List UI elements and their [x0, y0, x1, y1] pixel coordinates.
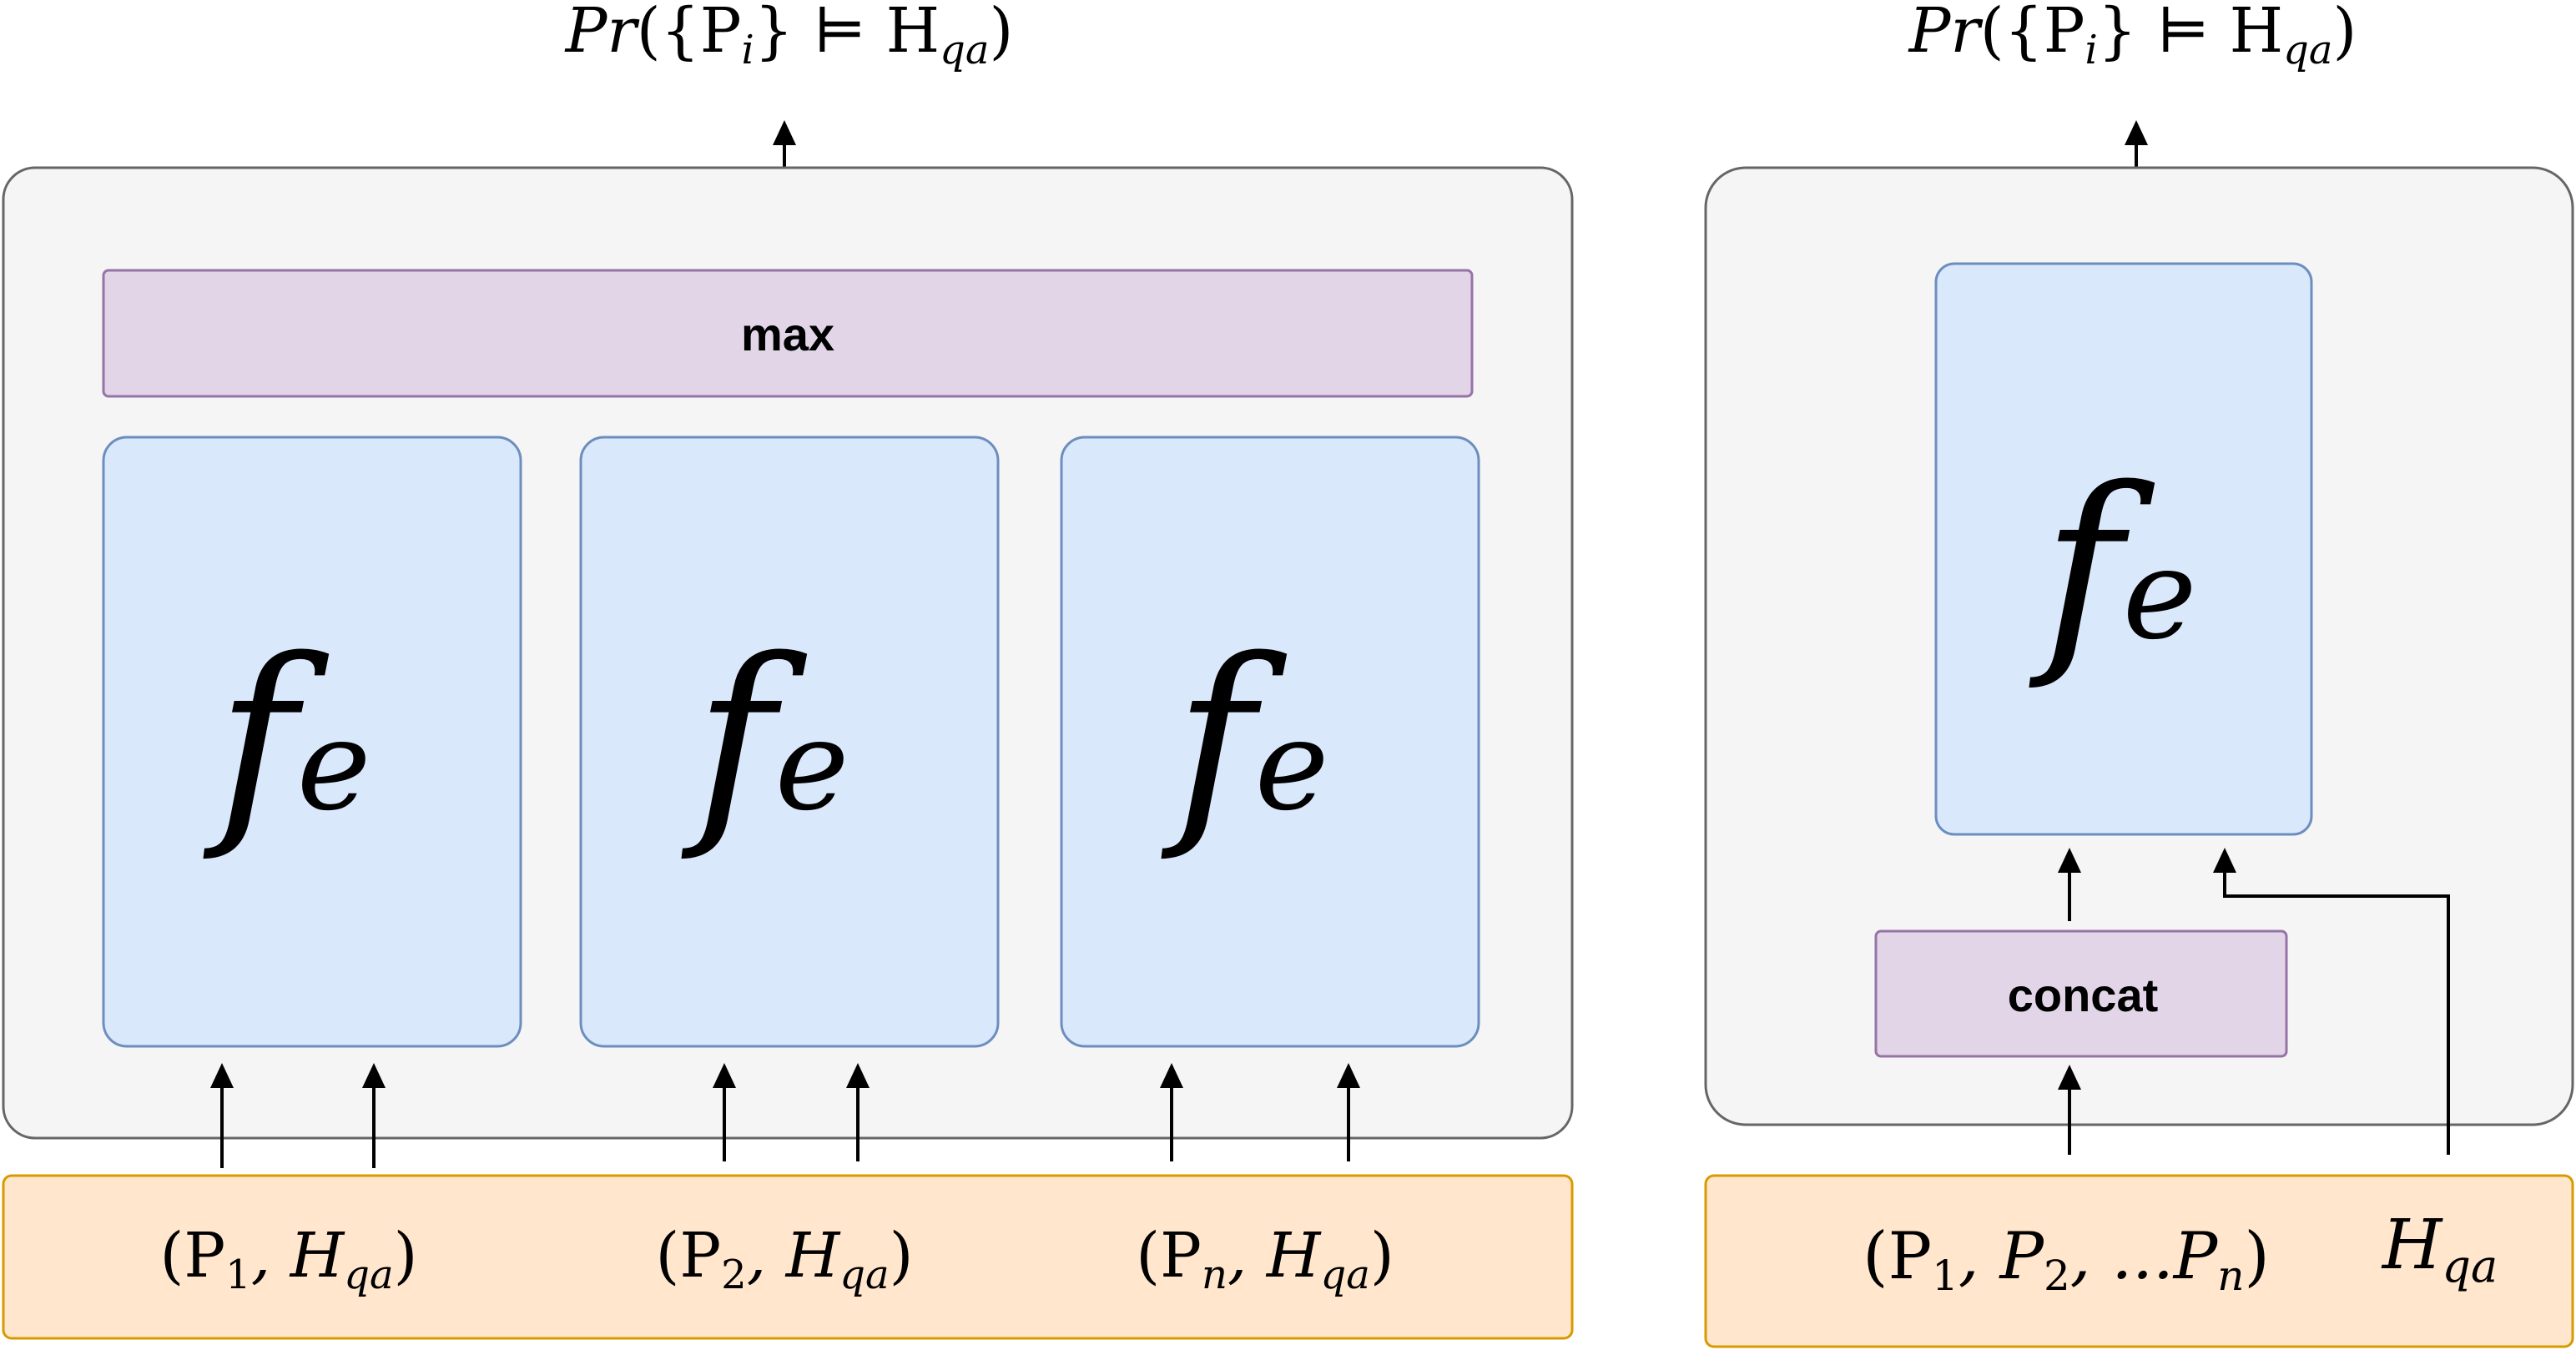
hypothesis-to-encoder-arrow [2223, 869, 2450, 1155]
passages-to-concat-arrowhead [2058, 1065, 2081, 1090]
encoder-box-1 [102, 436, 522, 1048]
left-input-bar [2, 1174, 1574, 1340]
max-label: max [741, 308, 834, 360]
concat-to-encoder-arrowhead [2058, 848, 2081, 873]
encoder-box-concat [1934, 262, 2313, 836]
input-pair-n: (Pn, Hqa) [1136, 1220, 1394, 1298]
concat-label: concat [2008, 969, 2159, 1021]
encoder-box-2 [579, 436, 1000, 1048]
input-pair-1: (P1, Hqa) [159, 1220, 417, 1298]
hypothesis-to-encoder-arrowhead [2213, 848, 2236, 873]
left-output-label: Pr({Pi} ⊨ Hqa) [564, 0, 1014, 73]
input-pair-2: (P2, Hqa) [655, 1220, 913, 1298]
max-box [102, 269, 1474, 398]
right-output-arrowhead [2125, 120, 2148, 145]
left-output-arrowhead [773, 120, 796, 145]
concat-box [1874, 929, 2288, 1058]
encoder-box-3 [1060, 436, 1480, 1048]
right-output-label: Pr({Pi} ⊨ Hqa) [1908, 0, 2357, 73]
right-input-bar [1704, 1174, 2574, 1348]
input-hypothesis: Hqa [2381, 1206, 2498, 1292]
input-passages: (P1, P2, ...Pn) [1863, 1219, 2270, 1300]
left-input-arrows [210, 1063, 1360, 1168]
